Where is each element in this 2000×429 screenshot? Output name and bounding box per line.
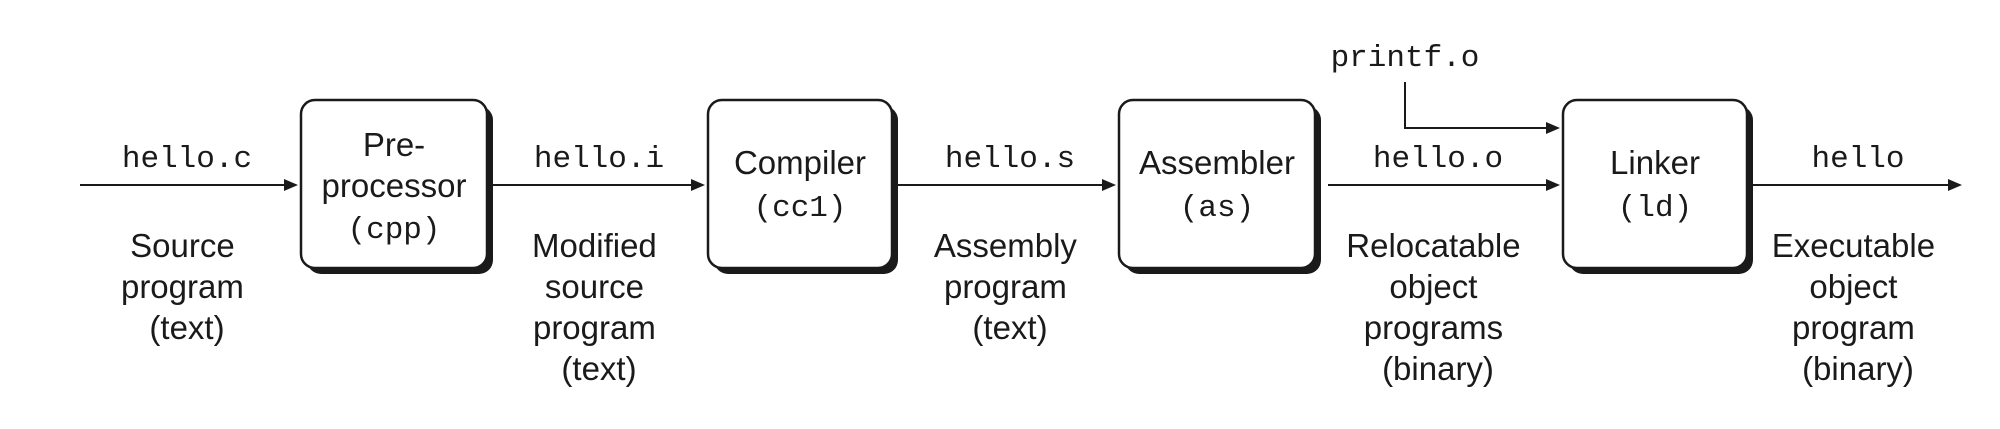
file-desc-line: Executable <box>1772 227 1935 264</box>
file-desc-relocatable: Relocatable object programs (binary) <box>1346 227 1529 387</box>
file-desc-line: (binary) <box>1382 350 1494 387</box>
extra-input-wire <box>1404 82 1548 129</box>
box-outline <box>1117 98 1317 270</box>
file-desc-assembly: Assembly program (text) <box>934 227 1086 346</box>
file-desc-line: programs <box>1364 309 1503 346</box>
file-name-assembly: hello.s <box>945 142 1075 177</box>
stage-label-line: Pre- <box>363 126 425 163</box>
extra-input-printf: printf.o <box>1331 41 1560 134</box>
stage-tool: (cc1) <box>753 191 846 226</box>
file-desc-line: object <box>1809 268 1897 305</box>
stage-tool: (as) <box>1180 191 1254 226</box>
file-name-relocatable: hello.o <box>1373 142 1503 177</box>
file-desc-line: (binary) <box>1802 350 1914 387</box>
box-outline <box>1561 98 1749 270</box>
file-desc-line: source <box>545 268 644 305</box>
file-desc-source: Source program (text) <box>121 227 253 346</box>
file-desc-line: Modified <box>532 227 657 264</box>
arrow-head <box>284 179 298 191</box>
arrow-modified: hello.i Modified source program (text) <box>492 142 705 387</box>
file-name-source: hello.c <box>122 142 252 177</box>
file-desc-line: program <box>533 309 656 346</box>
file-desc-line: Assembly <box>934 227 1078 264</box>
arrow-executable: hello Executable object program (binary) <box>1750 142 1962 387</box>
file-desc-line: Relocatable <box>1346 227 1520 264</box>
box-outline <box>706 98 894 270</box>
file-desc-line: Source <box>130 227 235 264</box>
arrow-source: hello.c Source program (text) <box>80 142 298 346</box>
extra-input-name: printf.o <box>1331 41 1480 76</box>
stage-box-linker: Linker (ld) <box>1561 98 1753 274</box>
arrow-assembly: hello.s Assembly program (text) <box>898 142 1116 346</box>
file-desc-modified: Modified source program (text) <box>532 227 666 387</box>
arrow-head <box>1948 179 1962 191</box>
file-desc-line: object <box>1389 268 1477 305</box>
file-desc-line: program <box>121 268 244 305</box>
stage-label-line: Linker <box>1610 144 1700 181</box>
file-name-executable: hello <box>1811 142 1904 177</box>
stage-tool: (ld) <box>1618 191 1692 226</box>
file-desc-line: program <box>944 268 1067 305</box>
stage-box-assembler: Assembler (as) <box>1117 98 1321 274</box>
file-desc-line: program <box>1792 309 1915 346</box>
arrow-relocatable: hello.o Relocatable object programs (bin… <box>1328 142 1560 387</box>
box-outline <box>299 98 489 270</box>
file-name-modified: hello.i <box>534 142 664 177</box>
stage-box-compiler: Compiler (cc1) <box>706 98 898 274</box>
arrow-head <box>1102 179 1116 191</box>
file-desc-line: (text) <box>149 309 224 346</box>
file-desc-line: (text) <box>561 350 636 387</box>
stage-label-line: Compiler <box>734 144 866 181</box>
stage-box-preprocessor: Pre- processor (cpp) <box>299 98 493 274</box>
arrow-head <box>691 179 705 191</box>
arrow-head <box>1546 179 1560 191</box>
stage-tool: (cpp) <box>347 213 440 248</box>
stage-label-line: Assembler <box>1139 144 1295 181</box>
extra-input-arrowhead <box>1546 122 1560 134</box>
file-desc-executable: Executable object program (binary) <box>1772 227 1944 387</box>
file-desc-line: (text) <box>972 309 1047 346</box>
stage-label-line: processor <box>322 167 467 204</box>
